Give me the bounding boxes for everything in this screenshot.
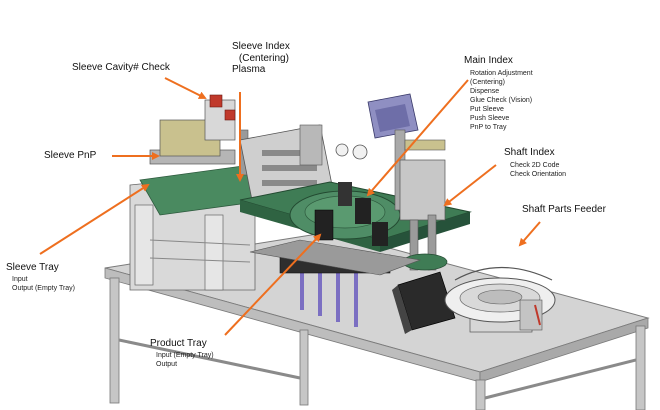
shaft-index-unit [399, 159, 448, 271]
main-index-step: Put Sleeve [470, 105, 504, 113]
label-main-index: Main Index Rotation Adjustment (Centerin… [464, 55, 533, 132]
arrow-shaft-parts-feeder [518, 221, 541, 247]
arrow-sleeve-cavity-check [164, 77, 207, 99]
shaft-index-step: Check 2D Code [510, 161, 560, 169]
label-shaft-index: Shaft Index Check 2D Code Check Orientat… [504, 147, 566, 179]
label-sleeve-tray: Sleeve Tray Input Output (Empty Tray) [6, 262, 75, 293]
label-sleeve-index-line-2: (Centering) [238, 52, 289, 64]
product-tray-step: Output [156, 360, 178, 368]
label-shaft-index-title: Shaft Index [504, 147, 555, 158]
label-sleeve-pnp: Sleeve PnP [44, 150, 97, 161]
product-tray-rods [249, 239, 422, 327]
label-product-tray-title: Product Tray [150, 338, 207, 349]
main-index-step: Dispense [470, 87, 500, 95]
label-sleeve-tray-title: Sleeve Tray [6, 262, 59, 273]
main-index-step: PnP to Tray [470, 124, 507, 132]
label-sleeve-index-line-1: Sleeve Index [232, 41, 290, 52]
arrow-product-tray [224, 233, 322, 336]
main-index-step: (Centering) [470, 78, 506, 86]
product-tray-step: Input (Empty Tray) [156, 351, 214, 359]
main-index-step: Glue Check (Vision) [470, 96, 533, 104]
control-box [392, 271, 456, 334]
label-sleeve-cavity-check: Sleeve Cavity# Check [72, 62, 170, 73]
label-product-tray: Product Tray Input (Empty Tray) Output [150, 338, 214, 369]
shaft-parts-feeder [444, 267, 556, 333]
shaft-index-step: Check Orientation [510, 170, 567, 178]
sleeve-pnp-gantry [149, 94, 249, 176]
sleeve-tray-step: Output (Empty Tray) [12, 284, 76, 292]
label-sleeve-index-line-3: Plasma [232, 64, 266, 75]
label-shaft-parts-feeder: Shaft Parts Feeder [522, 204, 606, 215]
label-main-index-title: Main Index [464, 55, 513, 66]
main-index-step: Push Sleeve [470, 114, 510, 122]
arrow-main-index [366, 79, 469, 197]
arrow-sleeve-tray [39, 183, 150, 255]
callout-arrows [39, 77, 541, 336]
arrow-shaft-index [443, 164, 497, 207]
label-sleeve-index: Sleeve Index (Centering) Plasma [232, 41, 290, 76]
main-index-table [289, 182, 401, 246]
sleeve-tray-step: Input [12, 275, 28, 283]
main-index-step: Rotation Adjustment [470, 69, 533, 77]
